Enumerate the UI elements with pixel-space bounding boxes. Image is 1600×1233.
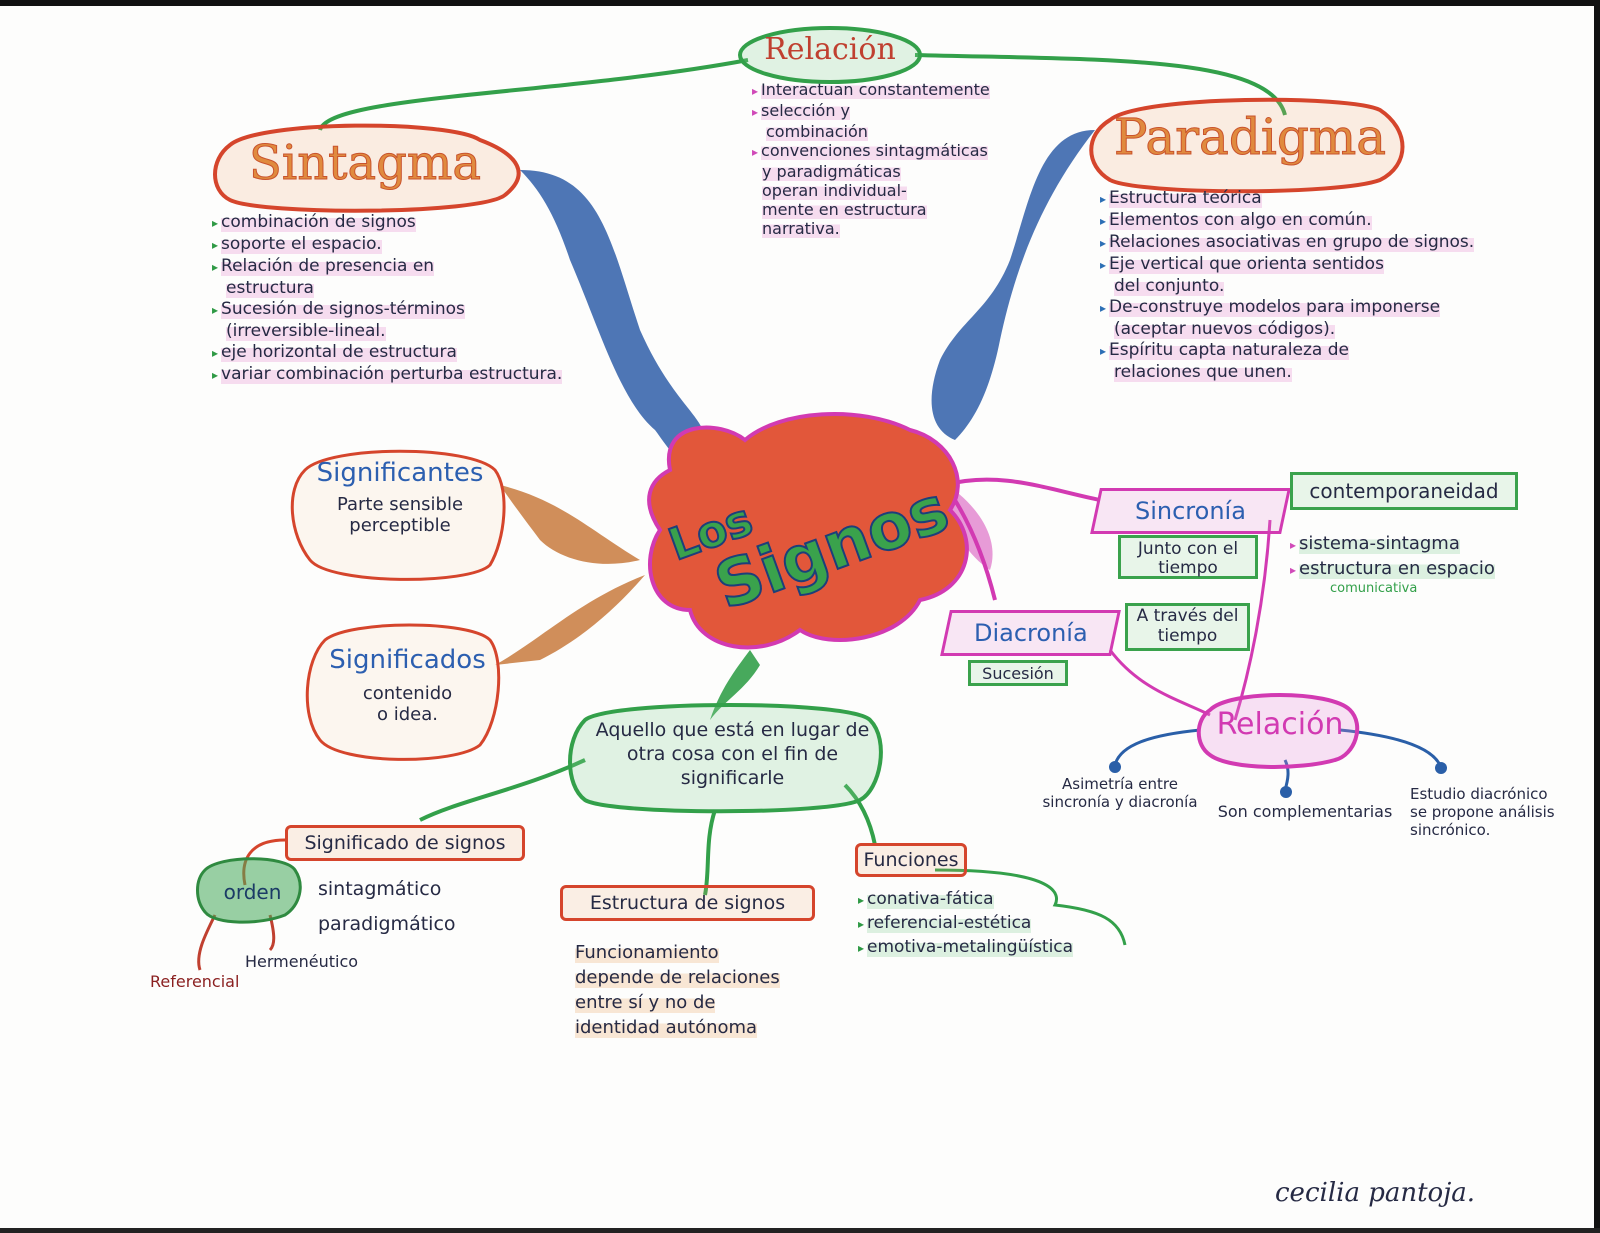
funciones-title: Funciones	[864, 849, 959, 871]
funciones-list: ▸conativa-fática ▸referencial-estética ▸…	[858, 888, 1073, 960]
paradigma-item: Estructura teórica	[1109, 188, 1262, 208]
estructura-line: Funcionamiento	[575, 942, 719, 963]
funciones-item: referencial-estética	[867, 913, 1031, 933]
sincronia-junto: Junto con el tiempo	[1138, 539, 1238, 578]
paradigma-list: ▸Estructura teórica ▸Elementos con algo …	[1100, 188, 1474, 383]
orden-item: paradigmático	[318, 913, 456, 935]
relacion-right-item: Asimetría entre sincronía y diacronía	[1040, 775, 1200, 811]
branch-to-significantes	[500, 485, 640, 564]
relacion-right-title: Relación	[1205, 707, 1355, 742]
paradigma-item: relaciones que unen.	[1114, 362, 1292, 382]
diacronia-sucesion-box: Sucesión	[968, 660, 1068, 686]
orden-sub-item: Referencial	[150, 972, 239, 991]
relacion-top-line: narrativa.	[762, 219, 840, 238]
definicion-text: Aquello que está en lugar de otra cosa c…	[595, 718, 870, 790]
estructura-text: Funcionamiento depende de relaciones ent…	[575, 940, 780, 1040]
sintagma-title: Sintagma	[230, 135, 500, 191]
relacion-top-line: combinación	[766, 122, 868, 141]
estructura-box: Estructura de signos	[560, 885, 815, 921]
funciones-item: conativa-fática	[867, 889, 994, 909]
node-dot-asimetria	[1109, 761, 1121, 773]
sincronia-junto-box: Junto con el tiempo	[1118, 535, 1258, 579]
diacronia-box: Diacronía	[940, 610, 1121, 656]
significados-node: Significados contenido o idea.	[315, 645, 500, 725]
branch-to-estructura	[705, 810, 715, 895]
sincronia-title: Sincronía	[1135, 497, 1246, 525]
diacronia-atraves: A través del tiempo	[1137, 606, 1239, 646]
estructura-line: entre sí y no de	[575, 992, 715, 1013]
relacion-right-item: Estudio diacrónico se propone análisis s…	[1410, 785, 1560, 839]
sintagma-item: eje horizontal de estructura	[221, 342, 457, 362]
sintagma-item: estructura	[226, 278, 314, 298]
estructura-title: Estructura de signos	[590, 892, 785, 914]
sintagma-item: soporte el espacio.	[221, 234, 382, 254]
connector-orden-referencial	[199, 915, 215, 970]
diacronia-title: Diacronía	[974, 619, 1088, 647]
sintagma-item: Sucesión de signos-términos	[221, 299, 465, 319]
connector-relacion-asimetria	[1115, 730, 1200, 765]
connector-diacronia-relacion	[1110, 650, 1210, 715]
sintagma-list: ▸combinación de signos ▸soporte el espac…	[212, 212, 562, 386]
paradigma-item: del conjunto.	[1114, 276, 1224, 296]
node-dot-complementarias	[1280, 786, 1292, 798]
sintagma-item: variar combinación perturba estructura.	[221, 364, 562, 384]
significantes-node: Significantes Parte sensible perceptible	[300, 458, 500, 536]
sintagma-item: Relación de presencia en	[221, 256, 434, 276]
connector-sintagma-relacion	[320, 60, 748, 130]
relacion-top-title: Relación	[745, 32, 915, 67]
scan-border-right	[1594, 0, 1600, 1233]
relacion-top-notes: ▸Interactuan constantemente ▸selección y…	[752, 80, 990, 238]
scan-border-top	[0, 0, 1600, 6]
significados-text: o idea.	[315, 704, 500, 725]
paradigma-item: Relaciones asociativas en grupo de signo…	[1109, 232, 1474, 252]
relacion-top-line: operan individual-	[762, 181, 907, 200]
significado-signos-title: Significado de signos	[304, 832, 505, 854]
relacion-top-line: Interactuan constantemente	[761, 80, 990, 99]
branch-to-significados	[495, 575, 645, 665]
sintagma-item: (irreversible-lineal.	[226, 321, 386, 341]
estructura-line: depende de relaciones	[575, 967, 780, 988]
paradigma-item: Espíritu capta naturaleza de	[1109, 340, 1349, 360]
paradigma-item: Elementos con algo en común.	[1109, 210, 1372, 230]
significantes-text: Parte sensible	[300, 494, 500, 515]
relacion-top-line: selección y	[761, 101, 850, 120]
relacion-right-item: Son complementarias	[1210, 802, 1400, 821]
paradigma-item: Eje vertical que orienta sentidos	[1109, 254, 1384, 274]
relacion-top-line: y paradigmáticas	[762, 162, 901, 181]
sincronia-contemporaneidad-box: contemporaneidad	[1290, 472, 1518, 510]
sintagma-item: combinación de signos	[221, 212, 416, 232]
funciones-box: Funciones	[855, 843, 967, 877]
significado-signos-box: Significado de signos	[285, 825, 525, 861]
sincronia-note: comunicativa	[1330, 581, 1417, 596]
sincronia-item: estructura en espacio	[1299, 558, 1495, 579]
significados-text: contenido	[315, 683, 500, 704]
sincronia-box: Sincronía	[1090, 488, 1291, 534]
funciones-item: emotiva-metalingüística	[867, 937, 1073, 957]
node-dot-estudio	[1435, 762, 1447, 774]
sincronia-contemporaneidad: contemporaneidad	[1309, 479, 1498, 503]
significantes-text: perceptible	[300, 515, 500, 536]
relacion-top-line: convenciones sintagmáticas	[761, 141, 988, 160]
sincronia-item: sistema-sintagma	[1299, 533, 1460, 554]
sincronia-list: ▸sistema-sintagma ▸estructura en espacio…	[1290, 532, 1495, 596]
paradigma-title: Paradigma	[1105, 108, 1395, 166]
significantes-title: Significantes	[300, 458, 500, 488]
diacronia-atraves-box: A través del tiempo	[1125, 603, 1250, 651]
branch-to-sincronia	[945, 480, 1100, 500]
paradigma-item: De-construye modelos para imponerse	[1109, 297, 1440, 317]
orden-item: sintagmático	[318, 878, 441, 900]
estructura-line: identidad autónoma	[575, 1017, 757, 1038]
significados-title: Significados	[315, 645, 500, 675]
signature: cecilia pantoja.	[1275, 1178, 1475, 1208]
orden-sub-item: Hermenéutico	[245, 952, 358, 971]
diacronia-sucesion: Sucesión	[982, 664, 1054, 683]
relacion-top-line: mente en estructura	[762, 200, 927, 219]
orden-label: orden	[205, 880, 300, 904]
branch-to-significado-signos	[420, 760, 585, 820]
paradigma-item: (aceptar nuevos códigos).	[1114, 319, 1335, 339]
scan-border-bottom	[0, 1228, 1600, 1233]
